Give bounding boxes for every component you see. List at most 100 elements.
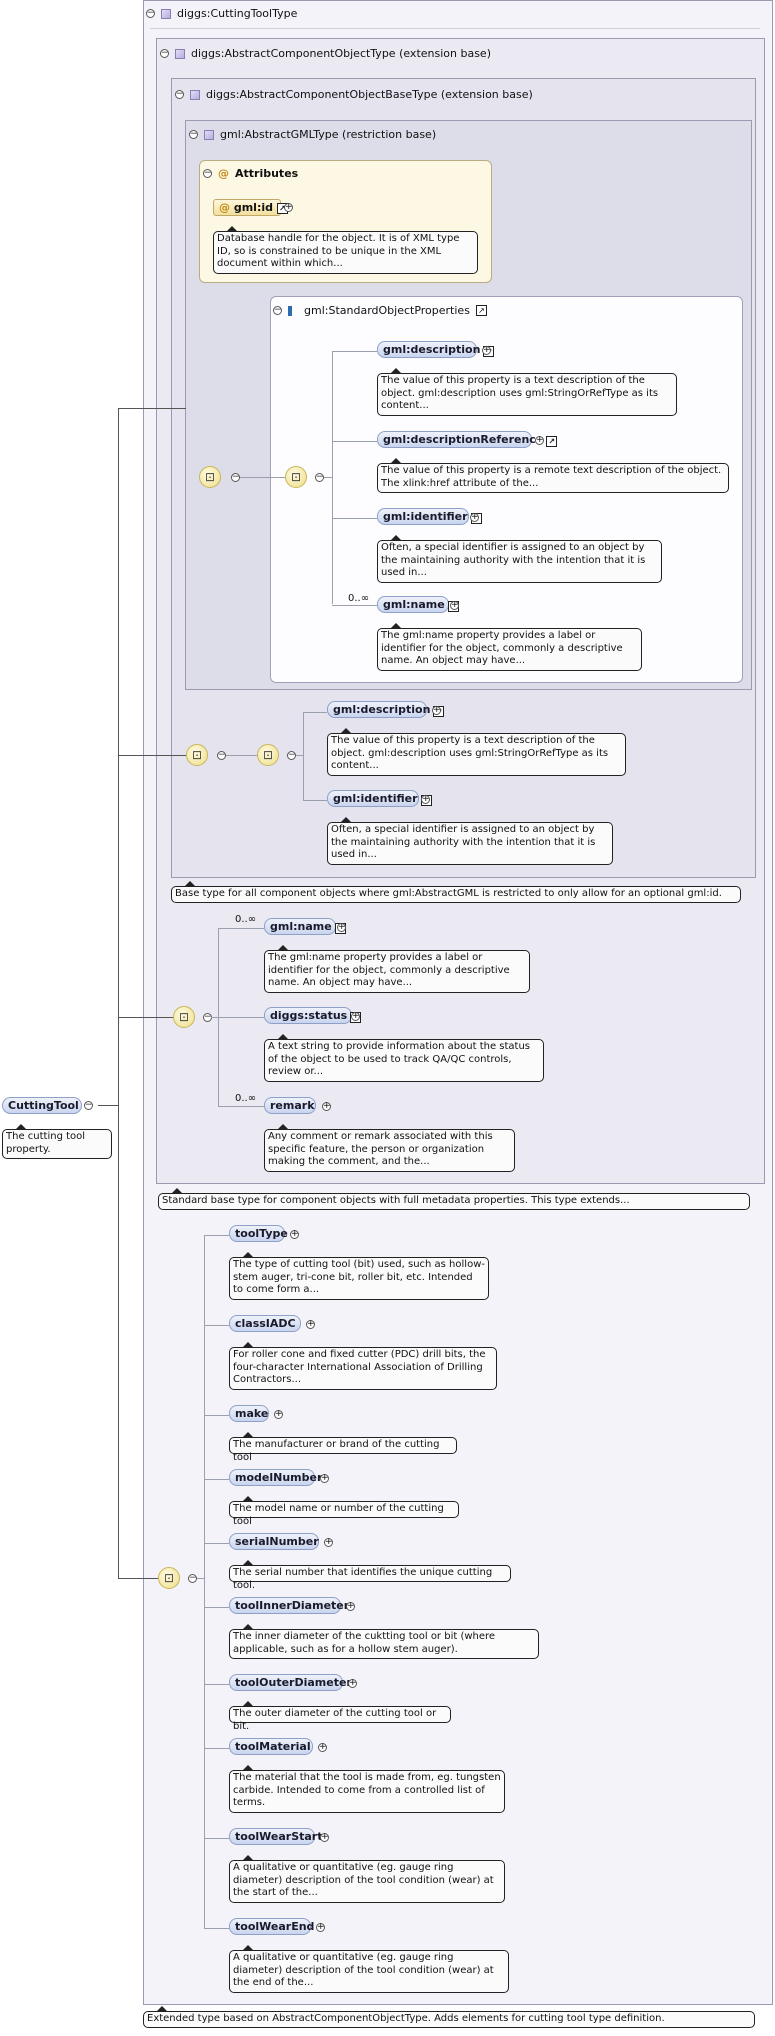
root-element-cutting-tool[interactable]: CuttingTool — [2, 1097, 82, 1114]
component-remark-doc: Any comment or remark associated with th… — [264, 1124, 515, 1172]
abstract-component-label: diggs:AbstractComponentObjectType (exten… — [191, 47, 491, 60]
tool-link — [204, 1415, 229, 1416]
tool-element-make[interactable]: make — [229, 1405, 269, 1422]
sop-identifier-doc: Often, a special identifier is assigned … — [377, 535, 662, 583]
collapse-icon[interactable]: − — [217, 750, 226, 760]
restricted-link — [303, 712, 327, 713]
abstract-gml-header: − gml:AbstractGMLType (restriction base) — [189, 128, 436, 141]
header-divider — [150, 28, 760, 29]
expand-plus-icon[interactable]: + — [290, 1229, 299, 1239]
component-name-doc: The gml:name property provides a label o… — [264, 945, 530, 993]
gml-id-label: gml:id — [233, 201, 273, 214]
sequence-compositor-icon[interactable]: ⊡ — [158, 1567, 180, 1589]
tool-link — [204, 1748, 229, 1749]
sequence-compositor-icon[interactable]: ⊡ — [285, 466, 307, 488]
trunk-link-tool — [118, 1578, 158, 1579]
component-element-remark[interactable]: remark — [264, 1097, 316, 1114]
collapse-icon[interactable]: − — [84, 1100, 93, 1110]
tool-element-toolinnerdiameter[interactable]: toolInnerDiameter — [229, 1597, 349, 1614]
restricted-element-identifier[interactable]: gml:identifier↗ — [327, 790, 432, 807]
expand-plus-icon[interactable]: + — [322, 1101, 331, 1111]
sequence-compositor-icon[interactable]: ⊡ — [257, 744, 279, 766]
sop-name-doc: The gml:name property provides a label o… — [377, 623, 642, 671]
expand-plus-icon[interactable]: + — [318, 1742, 327, 1752]
doc-pointer — [390, 458, 402, 464]
tool-element-modelnumber[interactable]: modelNumber — [229, 1469, 322, 1486]
expand-plus-icon[interactable]: + — [284, 202, 293, 212]
expand-plus-icon[interactable]: + — [320, 1473, 329, 1483]
tool-toolwearend-doc: A qualitative or quantitative (eg. gauge… — [229, 1945, 509, 1993]
expand-plus-icon[interactable]: + — [337, 922, 346, 932]
tool-tooltype-doc: The type of cutting tool (bit) used, suc… — [229, 1252, 489, 1300]
sop-element-description[interactable]: gml:description↗ — [377, 341, 495, 358]
tool-element-serialnumber[interactable]: serialNumber — [229, 1533, 319, 1550]
collapse-icon[interactable]: − — [273, 305, 282, 315]
expand-plus-icon[interactable]: + — [348, 1678, 357, 1688]
expand-plus-icon[interactable]: + — [535, 435, 544, 445]
expand-icon[interactable]: ↗ — [546, 436, 558, 447]
tool-element-toolmaterial[interactable]: toolMaterial — [229, 1738, 313, 1755]
tool-link — [204, 1235, 229, 1236]
component-element-status[interactable]: diggs:status↗ — [264, 1007, 362, 1024]
expand-icon[interactable]: ↗ — [475, 305, 487, 316]
collapse-icon[interactable]: − — [315, 472, 324, 482]
root-trunk — [118, 408, 119, 1578]
doc-pointer — [242, 1855, 254, 1861]
sequence-compositor-icon[interactable]: ⊡ — [199, 466, 221, 488]
expand-plus-icon[interactable]: + — [450, 600, 459, 610]
collapse-icon[interactable]: − — [175, 89, 184, 99]
restricted-seq-link — [223, 755, 257, 756]
tool-classiadc-doc: For roller cone and fixed cutter (PDC) d… — [229, 1342, 497, 1390]
cutting-tool-type-header: − diggs:CuttingToolType — [146, 7, 297, 20]
tool-element-toolwearstart[interactable]: toolWearStart — [229, 1828, 322, 1845]
expand-plus-icon[interactable]: + — [324, 1537, 333, 1547]
sop-bracket — [332, 351, 333, 604]
doc-pointer — [340, 817, 352, 823]
tool-bracket — [204, 1235, 205, 1928]
expand-plus-icon[interactable]: + — [316, 1922, 325, 1932]
collapse-icon[interactable]: − — [231, 472, 240, 482]
collapse-icon[interactable]: − — [188, 1573, 197, 1583]
restricted-element-description[interactable]: gml:description↗ — [327, 701, 445, 718]
expand-plus-icon[interactable]: + — [470, 512, 479, 522]
collapse-icon[interactable]: − — [189, 129, 198, 139]
tool-element-tooltype[interactable]: toolType — [229, 1225, 288, 1242]
component-stem — [211, 1017, 218, 1018]
complex-type-icon — [175, 48, 185, 59]
sequence-compositor-icon[interactable]: ⊡ — [186, 744, 208, 766]
collapse-icon[interactable]: − — [146, 8, 155, 18]
sop-element-identifier[interactable]: gml:identifier↗ — [377, 508, 482, 525]
tool-element-toolouterdiameter[interactable]: toolOuterDiameter — [229, 1674, 352, 1691]
expand-plus-icon[interactable]: + — [306, 1319, 315, 1329]
gml-id-attribute[interactable]: @ gml:id ↗ — [213, 199, 288, 216]
doc-pointer — [171, 1188, 183, 1194]
expand-plus-icon[interactable]: + — [421, 794, 430, 804]
tool-element-toolwearend[interactable]: toolWearEnd — [229, 1918, 314, 1935]
abstract-component-base-label: diggs:AbstractComponentObjectBaseType (e… — [206, 88, 533, 101]
collapse-icon[interactable]: − — [160, 48, 169, 58]
collapse-icon[interactable]: − — [287, 750, 296, 760]
expand-plus-icon[interactable]: + — [320, 1832, 329, 1842]
doc-pointer — [15, 1124, 27, 1130]
component-element-name[interactable]: gml:name↗ — [264, 918, 346, 935]
expand-plus-icon[interactable]: + — [274, 1409, 283, 1419]
doc-pointer — [390, 623, 402, 629]
base-type-doc: Base type for all component objects wher… — [171, 881, 741, 903]
sop-element-name[interactable]: gml:name↗ — [377, 596, 459, 613]
sequence-compositor-icon[interactable]: ⊡ — [173, 1006, 195, 1028]
sop-stem — [318, 477, 332, 478]
expand-plus-icon[interactable]: + — [432, 705, 441, 715]
expand-plus-icon[interactable]: + — [482, 345, 491, 355]
cutting-tool-type-label: diggs:CuttingToolType — [177, 7, 298, 20]
doc-pointer — [242, 1342, 254, 1348]
expand-plus-icon[interactable]: + — [351, 1011, 360, 1021]
tool-link — [204, 1607, 229, 1608]
tool-element-classiadc[interactable]: classIADC — [229, 1315, 301, 1332]
sop-element-description-reference[interactable]: gml:descriptionReference↗ — [377, 431, 558, 448]
tool-stem — [197, 1578, 204, 1579]
collapse-icon[interactable]: − — [203, 168, 212, 178]
attribute-icon: @ — [219, 201, 230, 214]
expand-plus-icon[interactable]: + — [346, 1601, 355, 1611]
cardinality-label: 0..∞ — [235, 1093, 257, 1104]
